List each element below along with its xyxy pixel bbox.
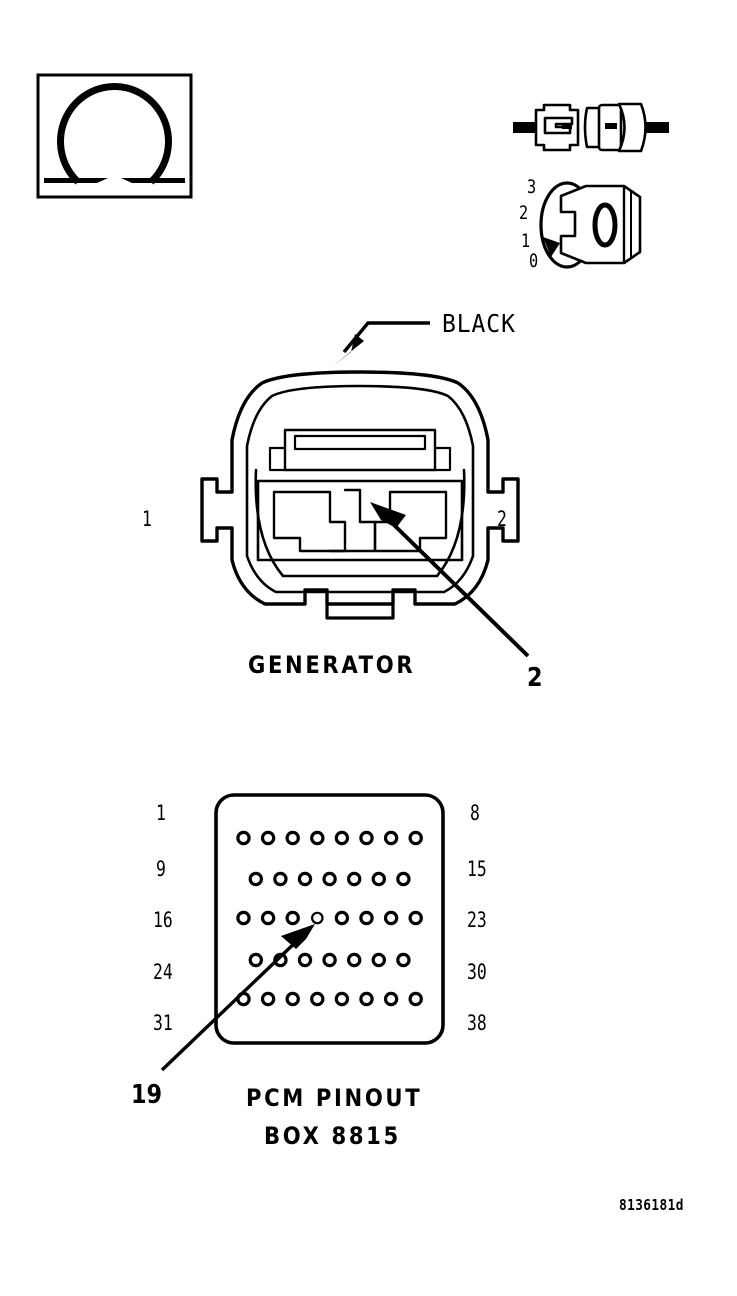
pcm-connector-body [214,793,445,1045]
pcm-row-end-38: 38 [467,1011,487,1035]
pcm-pin-24 [248,952,263,968]
pcm-pin-23 [408,910,423,926]
switch-position-3: 3 [527,176,537,198]
generator-connector-body [200,370,520,620]
generator-pin-2-label: 2 [497,507,507,531]
pcm-pin-2 [260,830,276,846]
pcm-pin-11 [297,871,313,887]
generator-pin2-leader-line [370,502,530,658]
pcm-row-end-8: 8 [470,801,480,825]
pcm-pin-38 [408,991,423,1007]
generator-pin-1-label: 1 [142,507,152,531]
pcm-pin-32 [260,991,276,1007]
pcm-title-line1: PCM PINOUT [246,1084,423,1112]
connector-disconnected-icon [513,102,669,153]
pcm-pin-4 [310,830,325,846]
pcm-pin-15 [396,871,411,887]
pcm-pin-37 [383,991,399,1007]
wire-color-label: BLACK [442,309,516,338]
pcm-row-start-24: 24 [153,960,173,984]
pcm-pin-30 [396,952,411,968]
pcm-pin-35 [334,991,350,1007]
pcm-pin-1 [236,830,251,846]
pcm-pin-12 [322,871,337,887]
pcm-pin-20 [334,910,350,926]
pcm-pin19-leader-line [160,924,315,1072]
pcm-pin-3 [285,830,300,846]
figure-id-label: 8136181d [619,1196,684,1214]
pcm-pin-27 [322,952,337,968]
pcm-pin-13 [347,871,362,887]
pcm-pin-19 [310,911,324,925]
ohm-symbol-box [36,73,193,199]
pcm-callout-19: 19 [131,1080,163,1110]
pcm-row-end-30: 30 [467,960,487,984]
pcm-pin-36 [359,991,374,1007]
pcm-pin-28 [347,952,362,968]
pcm-pin-6 [359,830,374,846]
pcm-pin-17 [260,910,276,926]
pcm-pin-10 [273,871,288,887]
switch-position-1: 1 [521,230,531,252]
pcm-pin-8 [408,830,423,846]
pcm-pin-18 [285,910,300,926]
pcm-pin-34 [310,991,325,1007]
pcm-pin-29 [371,952,386,968]
pcm-pin-7 [383,830,399,846]
pcm-pin-5 [334,830,350,846]
pcm-row-start-16: 16 [153,908,173,932]
generator-component-label: GENERATOR [248,651,416,679]
pcm-row-start-1: 1 [156,801,166,825]
switch-position-0: 0 [529,250,539,272]
pcm-title-line2: BOX 8815 [264,1122,401,1150]
pcm-pin-22 [383,910,399,926]
pcm-pin-grid [236,830,423,1007]
ignition-switch-positions-icon [539,181,642,269]
pcm-row-end-23: 23 [467,908,487,932]
pcm-pin-26 [297,952,313,968]
pcm-pin-16 [236,910,251,926]
switch-position-2: 2 [519,202,529,224]
pcm-pin-9 [248,871,263,887]
pcm-pin-14 [371,871,386,887]
black-wire-leader-line [333,321,430,366]
pcm-pin-33 [285,991,300,1007]
generator-callout-2: 2 [527,663,543,693]
pcm-pin-21 [359,910,374,926]
pcm-row-start-31: 31 [153,1011,173,1035]
pcm-row-end-15: 15 [467,857,487,881]
pcm-row-start-9: 9 [156,857,166,881]
